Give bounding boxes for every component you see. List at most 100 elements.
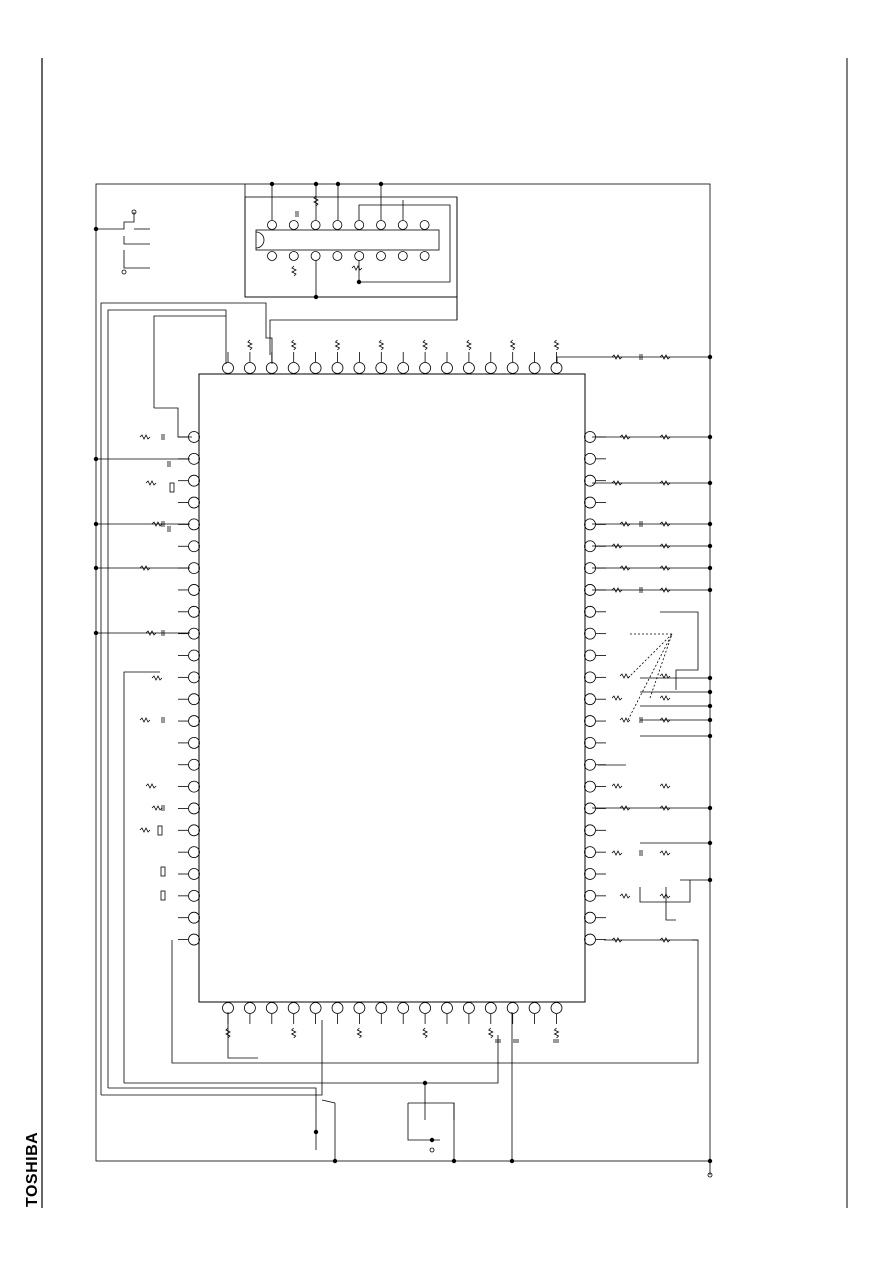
main-ic-pin-left [188,758,200,771]
main-ic-body [198,373,586,1003]
resistor [553,1027,560,1039]
main-ic-pin-left [188,452,200,465]
aux-ic-pin-bottom [354,251,365,261]
resistor [659,587,671,593]
main-ic-pin-left [188,802,200,815]
main-ic-pin-top [243,362,256,374]
resistor [139,717,151,723]
crystal-resonators [157,482,175,901]
junction-dot [707,675,713,681]
resistor [659,673,671,679]
resistor [225,1027,231,1039]
resistor [611,850,623,856]
main-ic-pin-left [188,518,200,531]
resistor [659,783,671,789]
resistor [139,827,151,833]
main-ic-pin-top [462,362,475,374]
resistor [611,543,623,549]
main-ic-pin-left [188,737,200,749]
aux-ic-pin-bottom [267,251,277,261]
main-ic-pin-top [353,362,366,374]
main-ic-pin-left [188,496,200,509]
junction-dot [707,480,713,486]
resistor [466,339,472,351]
junction-dot [707,565,713,571]
main-ic-pin-left [188,671,200,684]
aux-ic-pin-top [288,220,299,230]
transistor-cluster-topleft [116,209,150,275]
junction-dot [93,565,99,571]
resistor [659,893,671,899]
resistor [139,434,151,440]
main-ic-pin-bottom [484,1002,497,1014]
main-ic-pin-top [222,362,234,374]
junction-dot [93,226,99,232]
junction-dot [707,840,713,846]
main-ic-pin-right [584,933,596,946]
main-ic-pin-right [584,846,596,859]
junction-dot [707,354,713,360]
resistor [290,339,297,351]
main-ic-pin-top [419,362,432,374]
main-ic-pin-bottom [462,1002,475,1014]
resistor [290,1027,297,1039]
resistor [619,805,631,811]
circuit-diagram [93,181,713,1178]
aux-ic-pin-top [354,220,365,230]
junction-dot [356,279,362,285]
main-ic-pin-right [584,824,596,837]
aux-ic-pin-top [310,220,321,230]
main-ic-pin-top [309,362,322,374]
main-ic-pin-right [584,518,596,531]
resistor [553,339,560,351]
junction-dot [93,521,99,527]
resistor [659,937,671,943]
main-ic-pin-top [265,362,278,374]
junction-dots [93,181,713,1178]
main-ic-pin-top [397,362,410,374]
main-ic-pin-bottom [331,1002,344,1014]
resistor [145,630,157,636]
main-ic-pin-left [188,605,200,618]
junction-dot [707,733,713,739]
resistor [619,434,631,440]
aux-ic-pin-bottom [419,251,430,261]
junction-dot [707,1158,713,1164]
wiring [96,184,711,1175]
junction-dot [707,703,713,709]
main-ic-pin-right [584,780,596,793]
main-ic-pin-bottom [243,1002,256,1014]
junction-dot [332,1158,338,1164]
main-ic-pin-right [584,474,596,487]
resistor [619,565,631,571]
main-ic-pin-right [584,737,596,749]
main-ic-pin-left [188,846,200,859]
junction-dot [509,1158,515,1164]
main-ic-pin-right [584,605,596,618]
junction-dot [707,543,713,549]
resistor [151,521,163,527]
main-ic-pin-right [584,868,596,880]
junction-dot [335,181,341,187]
main-ic-pin-top [506,362,519,374]
aux-ic-pin-bottom [376,251,386,261]
brand-logo-text: TOSHIBA [24,1131,41,1207]
main-ic-pin-bottom [441,1002,453,1014]
resistor [611,354,623,360]
main-ic-pin-right [584,496,596,509]
junction-dot [707,587,713,593]
junction-dot [707,805,713,811]
junction-dot [93,630,99,636]
resistor [619,717,631,723]
junction-dot [313,1129,319,1135]
resistor [611,783,623,789]
resistor [659,850,671,856]
main-ic-pins [178,352,606,1024]
main-ic-pin-bottom [550,1002,563,1014]
main-ic-pin-bottom [265,1002,278,1014]
main-ic-pin-bottom [528,1002,541,1014]
junction-dot [707,689,713,695]
resistor [422,339,428,351]
main-ic-pin-right [584,911,596,924]
